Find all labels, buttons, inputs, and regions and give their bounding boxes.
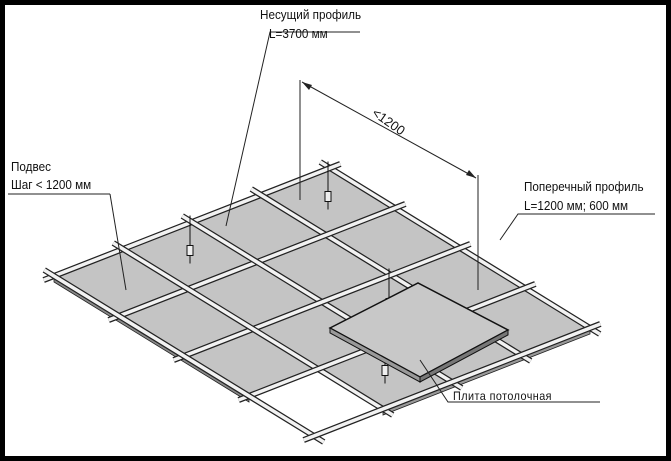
cross-profile <box>303 322 601 442</box>
tile-label: Плита потолочная <box>453 389 552 403</box>
main-profile-length: L=3700 мм <box>269 26 328 41</box>
cross-profile-length: L=1200 мм; 600 мм <box>524 198 629 213</box>
main-profile-leader <box>225 31 360 227</box>
dimension-line <box>301 81 477 179</box>
hanger-step-label: Шаг < 1200 мм <box>11 177 92 192</box>
ceiling-grid-drawing <box>8 31 655 445</box>
main-profile-label: Несущий профиль <box>260 7 362 22</box>
cross-profile-leader <box>499 213 655 241</box>
ceiling-diagram: Несущий профиль L=3700 мм Подвес Шаг < 1… <box>5 5 666 456</box>
hanger-clip <box>381 365 389 376</box>
main-profile <box>112 241 394 417</box>
lifted-tile-edge <box>329 327 421 383</box>
cross-profile <box>173 242 471 362</box>
main-profile <box>43 268 325 444</box>
tile-leader <box>419 359 600 403</box>
cross-profile-label: Поперечный профиль <box>524 179 644 194</box>
hanger-clip <box>324 191 332 202</box>
dimension-arrow <box>466 170 476 178</box>
dimension-arrow <box>302 82 312 90</box>
hanger-leader <box>109 193 127 291</box>
hanger-label: Подвес <box>11 159 51 174</box>
hanger-clip <box>186 245 194 256</box>
